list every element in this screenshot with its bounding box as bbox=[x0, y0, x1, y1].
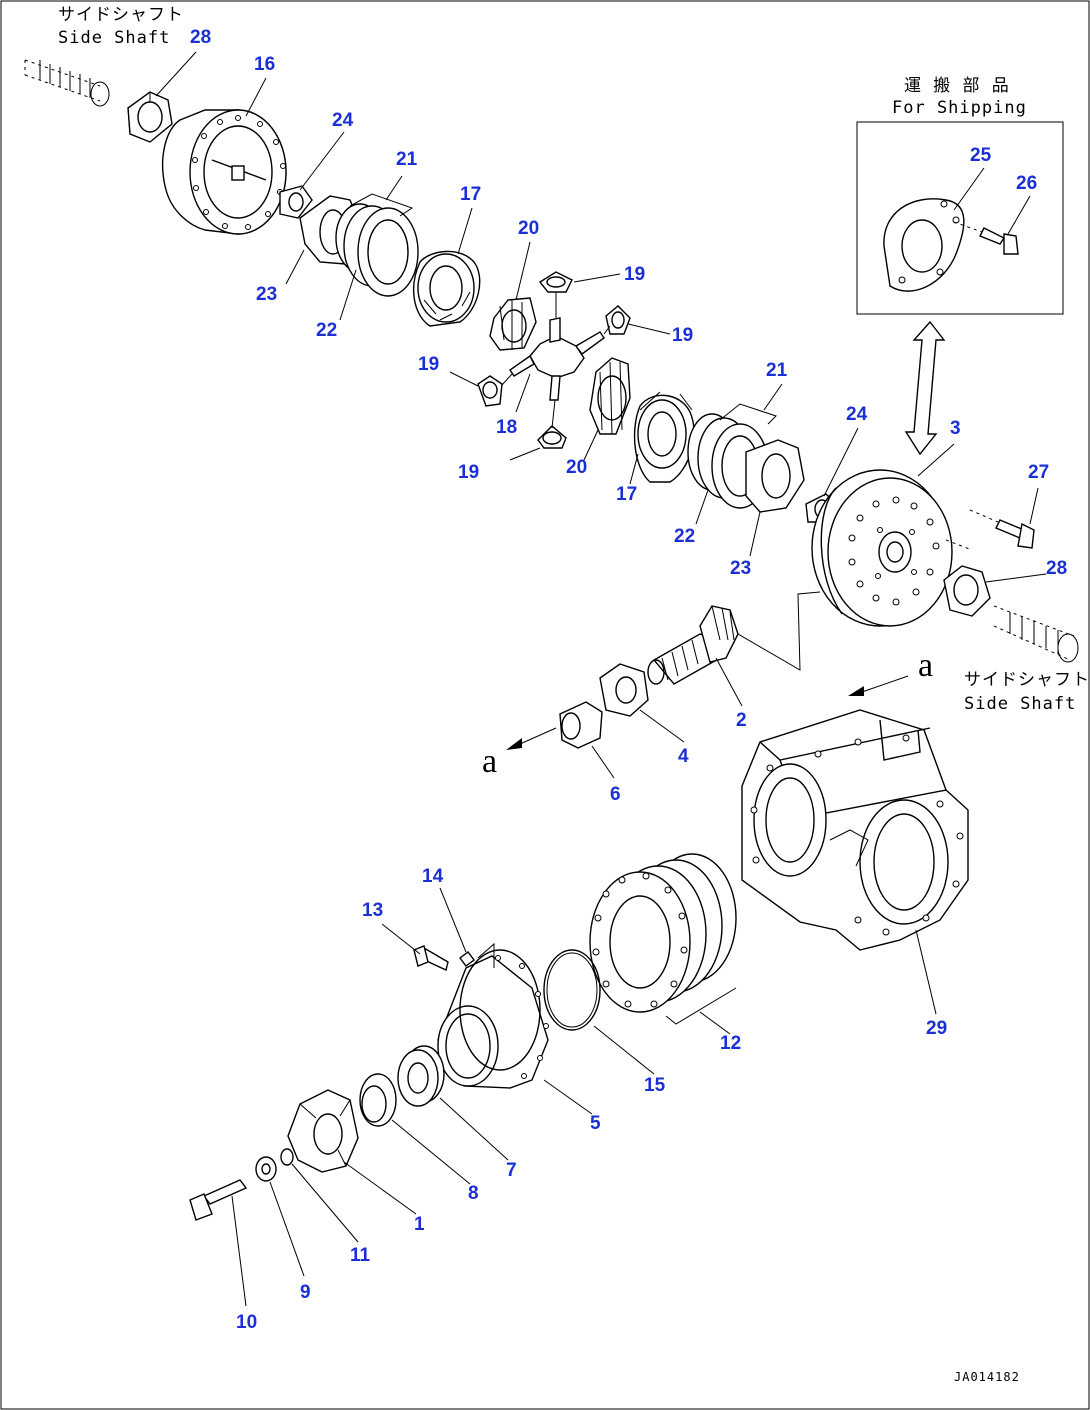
callout-19: 19 bbox=[458, 462, 479, 483]
part-8-seal-ring bbox=[359, 1073, 397, 1127]
callout-leaders bbox=[155, 51, 1047, 1307]
part-28-nut-right bbox=[943, 539, 991, 617]
part-19-pinion-right bbox=[605, 305, 631, 335]
callout-28: 28 bbox=[190, 27, 211, 48]
callout-9: 9 bbox=[300, 1282, 311, 1303]
callout-19: 19 bbox=[418, 354, 439, 375]
callout-8: 8 bbox=[468, 1183, 479, 1204]
callout-20: 20 bbox=[566, 457, 587, 478]
callout-19: 19 bbox=[672, 325, 693, 346]
ref-letter-a-top: a bbox=[918, 647, 933, 684]
callout-16: 16 bbox=[254, 54, 275, 75]
part-3-ring-gear bbox=[811, 469, 953, 627]
callout-20: 20 bbox=[518, 218, 539, 239]
part-11-o-ring-small bbox=[280, 1148, 294, 1166]
callout-3: 3 bbox=[950, 418, 961, 439]
arrow-a-top bbox=[848, 675, 909, 696]
callout-11: 11 bbox=[350, 1245, 371, 1266]
callout-26: 26 bbox=[1016, 173, 1037, 194]
callout-23: 23 bbox=[730, 558, 751, 579]
callout-17: 17 bbox=[460, 184, 481, 205]
part-21-22-plate-pack-upper bbox=[335, 193, 419, 297]
part-13-bolt bbox=[413, 945, 449, 971]
part-19-pinion-top bbox=[538, 271, 573, 293]
part-5-carrier-housing bbox=[437, 942, 549, 1089]
part-24-washer-upper bbox=[279, 185, 313, 219]
part-7-bearing bbox=[397, 1045, 445, 1107]
callout-1: 1 bbox=[414, 1214, 425, 1235]
part-10-bolt bbox=[189, 1179, 248, 1221]
part-29-axle-housing bbox=[741, 709, 969, 951]
callout-25: 25 bbox=[970, 145, 992, 166]
part-2-pinion-shaft bbox=[647, 591, 821, 685]
callout-15: 15 bbox=[644, 1075, 666, 1096]
part-17-housing-lower bbox=[633, 391, 695, 483]
callout-labels: 28 16 24 21 17 20 19 19 19 19 23 22 18 2… bbox=[190, 27, 1067, 1333]
part-16-diff-case bbox=[162, 109, 287, 235]
callout-10: 10 bbox=[236, 1312, 257, 1333]
side-shaft-right bbox=[993, 605, 1079, 663]
part-27-bolt bbox=[969, 509, 1035, 549]
side-shaft-left-en: Side Shaft bbox=[58, 28, 170, 48]
callout-23: 23 bbox=[256, 284, 277, 305]
callout-13: 13 bbox=[362, 900, 383, 921]
callout-18: 18 bbox=[496, 417, 517, 438]
callout-12: 12 bbox=[720, 1033, 741, 1054]
callout-22: 22 bbox=[316, 320, 337, 341]
part-20-gear-upper bbox=[489, 297, 537, 351]
ref-letter-a-left: a bbox=[482, 743, 497, 780]
shipping-label-jp: 運 搬 部 品 bbox=[904, 76, 1010, 96]
part-4-bearing bbox=[599, 663, 649, 717]
callout-29: 29 bbox=[926, 1018, 947, 1039]
callout-17: 17 bbox=[616, 484, 637, 505]
part-19-pinion-left bbox=[477, 375, 503, 407]
callout-14: 14 bbox=[422, 866, 444, 887]
part-28-nut-left bbox=[127, 91, 173, 143]
side-shaft-right-jp: サイドシャフト bbox=[964, 670, 1090, 690]
side-shaft-left-jp: サイドシャフト bbox=[58, 5, 184, 25]
callout-27: 27 bbox=[1028, 462, 1049, 483]
arrow-a-left bbox=[506, 727, 557, 750]
document-id: JA014182 bbox=[954, 1370, 1020, 1384]
callout-21: 21 bbox=[766, 360, 788, 381]
callout-4: 4 bbox=[678, 746, 689, 767]
part-18-spider-cross bbox=[501, 292, 611, 429]
part-19-pinion-bottom bbox=[537, 425, 567, 449]
shipping-parts-box bbox=[856, 121, 1064, 315]
callout-21: 21 bbox=[396, 149, 418, 170]
part-6-collar bbox=[559, 701, 603, 749]
part-9-washer bbox=[255, 1156, 277, 1182]
callout-24: 24 bbox=[846, 404, 868, 425]
side-shaft-left bbox=[24, 59, 110, 107]
callout-24: 24 bbox=[332, 110, 354, 131]
part-21-22-plate-pack-lower bbox=[687, 403, 777, 509]
callout-6: 6 bbox=[610, 784, 621, 805]
callout-2: 2 bbox=[736, 710, 747, 731]
callout-22: 22 bbox=[674, 526, 695, 547]
part-12-brake-disc-pack bbox=[589, 853, 737, 1025]
part-15-o-ring bbox=[543, 949, 601, 1031]
side-shaft-right-en: Side Shaft bbox=[964, 694, 1076, 714]
annotations: サイドシャフト Side Shaft サイドシャフト Side Shaft 運 … bbox=[58, 5, 1090, 1384]
part-1-coupling bbox=[287, 1089, 359, 1173]
part-23-disc-lower bbox=[745, 439, 805, 513]
shipping-label-en: For Shipping bbox=[892, 98, 1027, 118]
double-arrow-shipping bbox=[904, 320, 946, 456]
part-14-washer bbox=[459, 951, 475, 967]
callout-7: 7 bbox=[506, 1160, 517, 1181]
part-20-gear-lower bbox=[589, 357, 631, 435]
callout-5: 5 bbox=[590, 1113, 601, 1134]
callout-28: 28 bbox=[1046, 558, 1067, 579]
callout-19: 19 bbox=[624, 264, 645, 285]
part-17-housing-upper bbox=[413, 250, 481, 327]
